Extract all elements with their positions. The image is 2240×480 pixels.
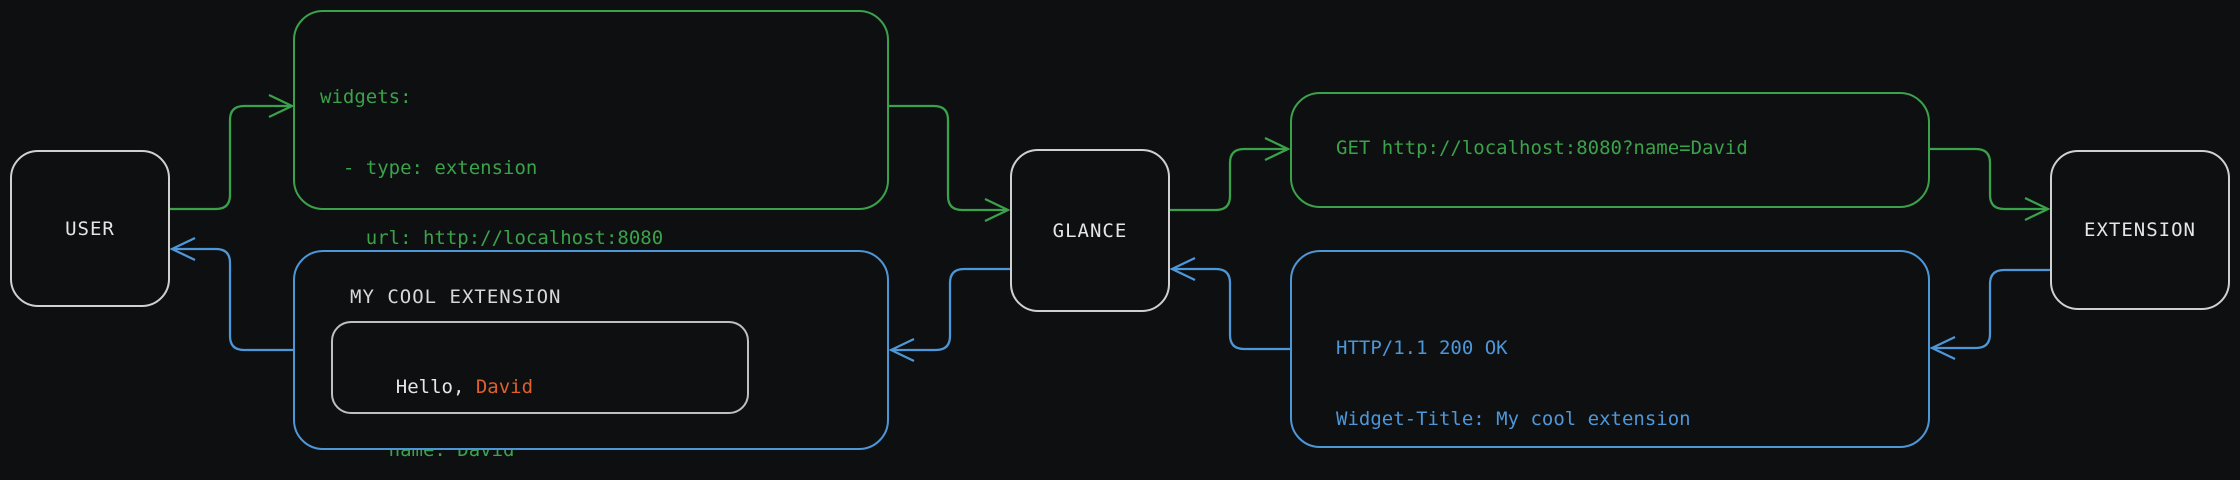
- code-line: HTTP/1.1 200 OK: [1336, 337, 1508, 359]
- config-yaml-box: [293, 10, 889, 210]
- http-request-box: [1290, 92, 1930, 208]
- arrowhead-into-widget: [888, 337, 915, 363]
- arrowhead-into-extension: [2024, 196, 2051, 222]
- rendered-greeting: Hello, David: [350, 354, 533, 420]
- code-line: widgets:: [320, 86, 412, 108]
- arrowhead-into-request: [1264, 136, 1291, 162]
- http-response-code: HTTP/1.1 200 OK Widget-Title: My cool ex…: [1336, 290, 1874, 480]
- code-line: Widget-Content-Type: html: [1336, 478, 1874, 480]
- greeting-name: David: [475, 376, 534, 398]
- connector-glance-to-request: [1170, 147, 1287, 212]
- rendered-widget-content-frame: [331, 321, 749, 414]
- arrowhead-into-user: [169, 236, 196, 262]
- arrowhead-into-glance: [984, 197, 1011, 223]
- node-extension: EXTENSION: [2050, 150, 2230, 310]
- connector-user-to-config: [170, 104, 291, 211]
- connector-extension-to-response: [1933, 268, 2050, 350]
- connector-config-to-glance: [889, 104, 1007, 212]
- node-glance: GLANCE: [1010, 149, 1170, 312]
- arrowhead-into-glance-return: [1169, 256, 1196, 282]
- code-line: url: http://localhost:8080: [320, 227, 664, 249]
- node-extension-label: EXTENSION: [2084, 219, 2196, 241]
- http-response-box: [1290, 250, 1930, 448]
- rendered-widget-title: MY COOL EXTENSION: [350, 286, 562, 308]
- greeting-prefix: Hello,: [395, 376, 476, 398]
- node-user: USER: [10, 150, 170, 307]
- node-glance-label: GLANCE: [1052, 219, 1128, 242]
- node-user-label: USER: [65, 217, 115, 240]
- connector-widget-to-user: [173, 247, 293, 352]
- code-line: - type: extension: [320, 156, 538, 179]
- http-request-line: GET http://localhost:8080?name=David: [1336, 137, 1748, 159]
- connector-glance-to-widget: [892, 267, 1010, 352]
- rendered-widget-box: [293, 250, 889, 450]
- arrowhead-into-config: [268, 93, 295, 119]
- connector-response-to-glance: [1173, 267, 1290, 351]
- arrowhead-into-response: [1929, 335, 1956, 361]
- code-line: Widget-Title: My cool extension: [1336, 407, 1691, 430]
- connector-request-to-extension: [1930, 147, 2047, 211]
